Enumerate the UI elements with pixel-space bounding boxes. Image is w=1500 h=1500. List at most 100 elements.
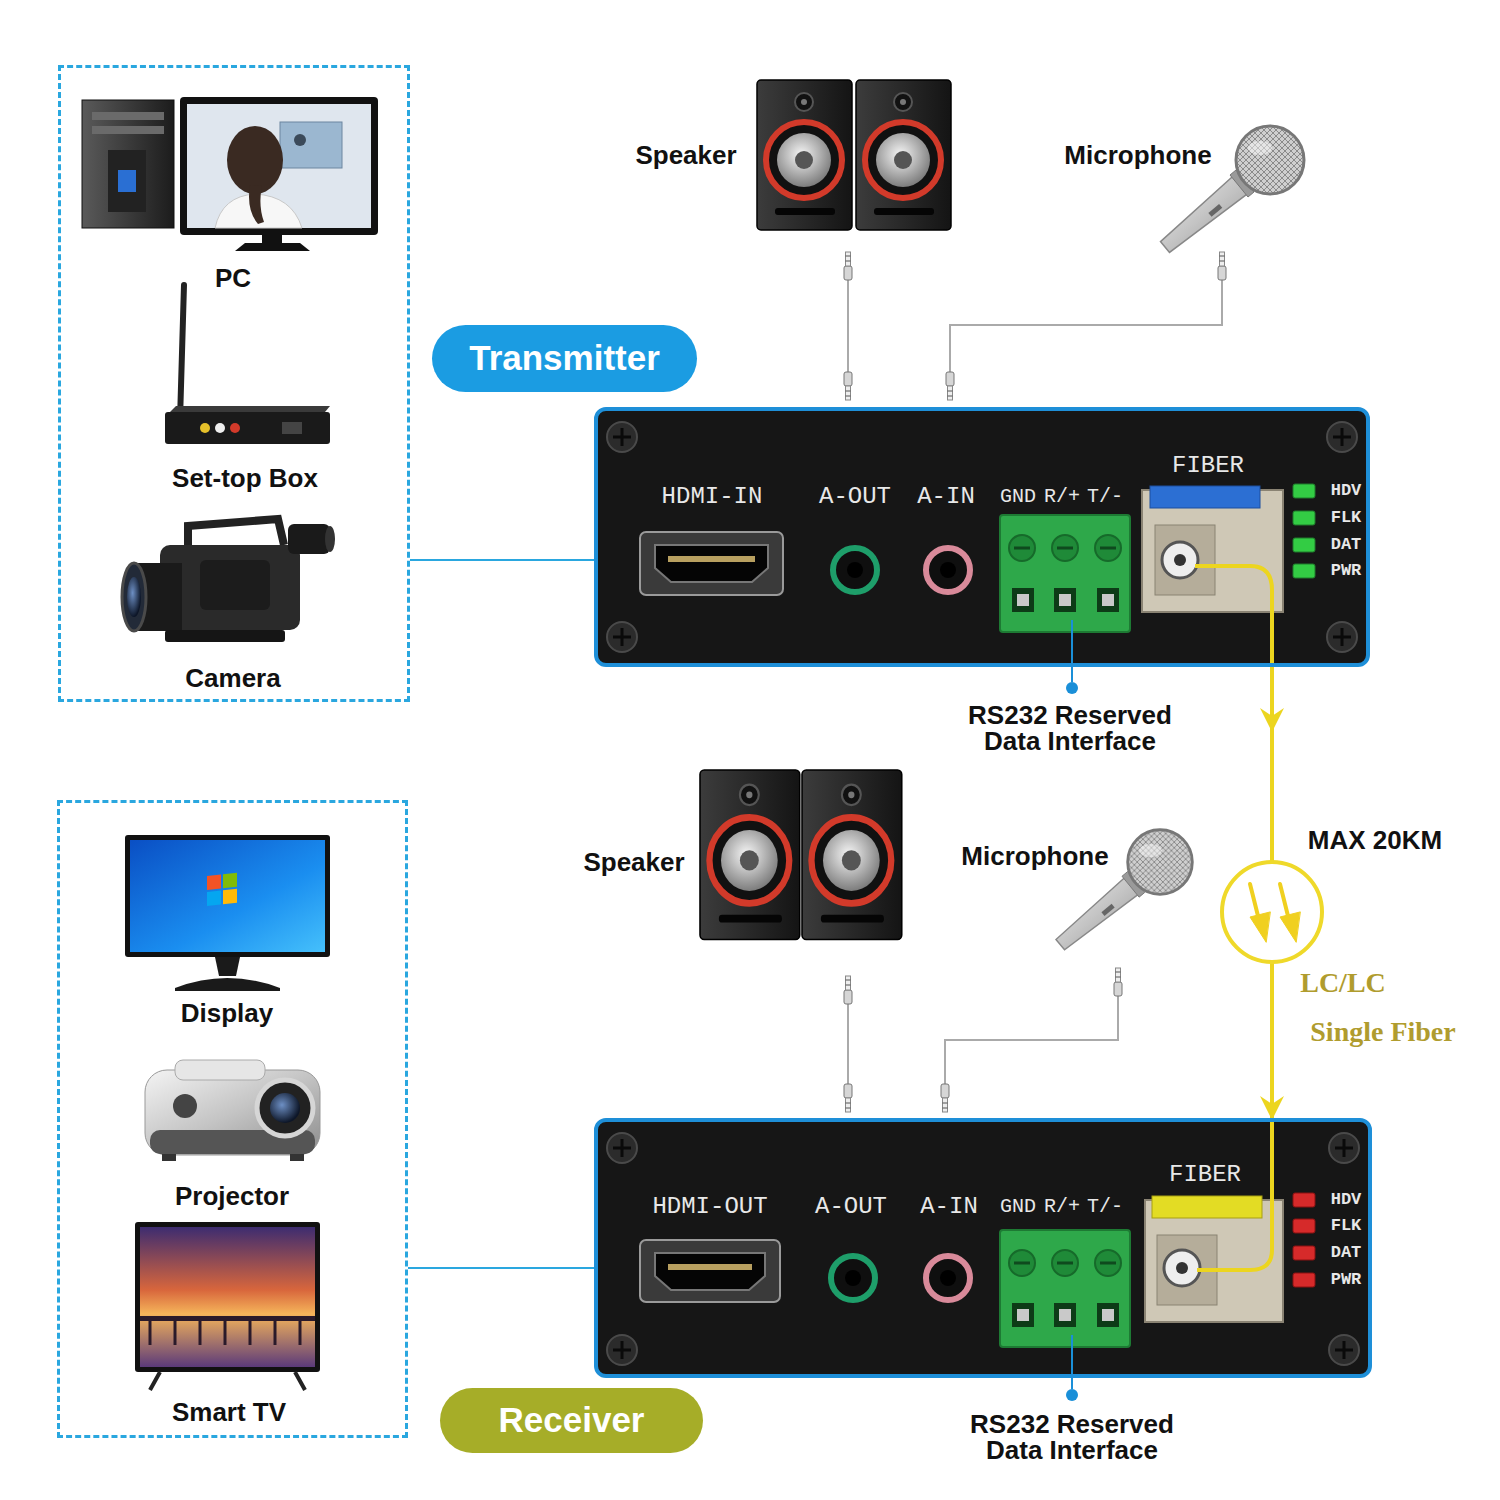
transmitter-panel: T/- xyxy=(1087,486,1123,508)
display-device-group: Smart TV xyxy=(172,1398,286,1427)
camera-icon xyxy=(127,577,141,617)
port-label: FLK xyxy=(1331,1217,1362,1236)
transmitter-face xyxy=(1327,422,1357,452)
transmitter-face xyxy=(655,545,768,582)
projector-icon xyxy=(270,1093,300,1123)
transmitter-panel: HDMI-IN xyxy=(662,484,763,510)
port-label: HDMI-OUT xyxy=(652,1194,767,1220)
smart-tv-icon xyxy=(140,1316,315,1321)
receiver-panel: HDMI-OUT xyxy=(652,1194,767,1220)
display-icon xyxy=(130,840,325,952)
audio-plug xyxy=(1114,968,1122,996)
transmitter-face xyxy=(1155,525,1215,595)
audio-plug xyxy=(844,372,852,400)
receiver-face xyxy=(1329,1335,1359,1365)
receiver-face xyxy=(1293,1193,1315,1207)
transmitter-face xyxy=(1293,564,1315,578)
label-layer: MAX 20KM xyxy=(1308,827,1442,853)
transmitter-face xyxy=(1017,594,1114,606)
receiver-face xyxy=(940,1270,956,1286)
smart-tv-icon xyxy=(199,1321,202,1345)
transmitter-face xyxy=(1333,628,1351,646)
receiver-panel: T/- xyxy=(1087,1196,1123,1218)
speaker-icon xyxy=(802,770,902,940)
camera-icon xyxy=(165,630,285,642)
display-icon xyxy=(207,891,221,906)
device-name: Set-top Box xyxy=(172,464,318,493)
audio-cable xyxy=(848,262,1222,1100)
receiver-panel: FIBER xyxy=(1169,1162,1241,1188)
camera-icon xyxy=(325,526,335,552)
port-callout: RS232 Reserved Data Interface xyxy=(945,702,1195,754)
smart-tv-icon xyxy=(224,1321,227,1345)
receiver-face xyxy=(1095,1250,1121,1276)
port-label: DAT xyxy=(1331,536,1362,555)
camera-icon xyxy=(188,519,284,545)
source-device-group: Set-top Box xyxy=(172,464,318,493)
receiver-face xyxy=(1052,1250,1078,1276)
receiver-face xyxy=(613,1341,631,1359)
port-label: FIBER xyxy=(1169,1162,1241,1188)
receiver-face xyxy=(1000,1230,1130,1347)
receiver-face xyxy=(1197,1120,1272,1270)
leader-line xyxy=(1071,620,1073,682)
pc-icon xyxy=(82,100,174,228)
port-label: R/+ xyxy=(1044,486,1080,508)
smart-tv-icon xyxy=(150,1372,305,1390)
port-label: HDMI-IN xyxy=(662,484,763,510)
transmitter-face xyxy=(1012,588,1119,612)
camera-icon xyxy=(122,563,146,631)
receiver-face xyxy=(1293,1273,1315,1287)
transmitter-face xyxy=(1059,594,1071,606)
pc-icon xyxy=(118,170,136,192)
projector-icon xyxy=(145,1060,320,1161)
device-label: Speaker xyxy=(635,142,736,168)
smart-tv-icon xyxy=(174,1321,177,1345)
transmitter-face xyxy=(926,548,970,592)
port-label: GND xyxy=(1000,1196,1036,1218)
camera-icon xyxy=(288,524,330,554)
audio-cable xyxy=(950,262,1222,388)
port-label: HDV xyxy=(1331,1191,1362,1210)
receiver-face xyxy=(668,1264,752,1270)
receiver-face xyxy=(1012,1303,1034,1327)
receiver-face xyxy=(1335,1139,1353,1157)
receiver-panel: PWR xyxy=(1331,1271,1362,1290)
transmitter-face xyxy=(1057,547,1073,550)
speaker-icon xyxy=(757,80,852,230)
speaker-icon xyxy=(700,770,800,940)
set-top-box-icon xyxy=(282,422,302,434)
audio-plug xyxy=(844,1084,852,1112)
receiver-face xyxy=(607,1133,1359,1365)
set-top-box-icon xyxy=(200,423,210,433)
receiver-face xyxy=(1293,1246,1315,1260)
source-device-group: PCSet-top BoxCamera xyxy=(58,65,410,702)
set-top-box-icon xyxy=(165,285,330,444)
receiver-face xyxy=(1152,1196,1262,1218)
receiver-face xyxy=(613,1139,631,1157)
display-icon xyxy=(223,889,237,904)
pc-icon xyxy=(180,97,378,235)
device-name: Display xyxy=(181,999,274,1028)
receiver-face xyxy=(1054,1303,1076,1327)
device-name: Smart TV xyxy=(172,1398,286,1427)
transmitter-face xyxy=(833,548,877,592)
distance-note: MAX 20KM xyxy=(1308,827,1442,853)
transmitter-face xyxy=(1150,486,1260,508)
receiver-tag: Receiver xyxy=(440,1388,703,1453)
transmitter-panel: HDMI-INA-OUTA-INGNDR/+T/-FIBERHDVFLKDATP… xyxy=(594,407,1370,667)
display-icon xyxy=(207,875,221,890)
transmitter-panel: PWR xyxy=(1331,562,1362,581)
receiver-face xyxy=(1164,1250,1200,1286)
pc-icon xyxy=(92,112,164,120)
receiver-face xyxy=(926,1256,970,1300)
transmitter-face xyxy=(1097,588,1119,612)
transmitter-panel: FLK xyxy=(1331,509,1362,528)
receiver-face xyxy=(1014,1262,1030,1265)
receiver-face xyxy=(1017,1309,1029,1321)
display-device-group: DisplayProjectorSmart TV xyxy=(57,800,408,1438)
transmitter-face xyxy=(1293,538,1315,552)
receiver-face xyxy=(1017,1309,1114,1321)
